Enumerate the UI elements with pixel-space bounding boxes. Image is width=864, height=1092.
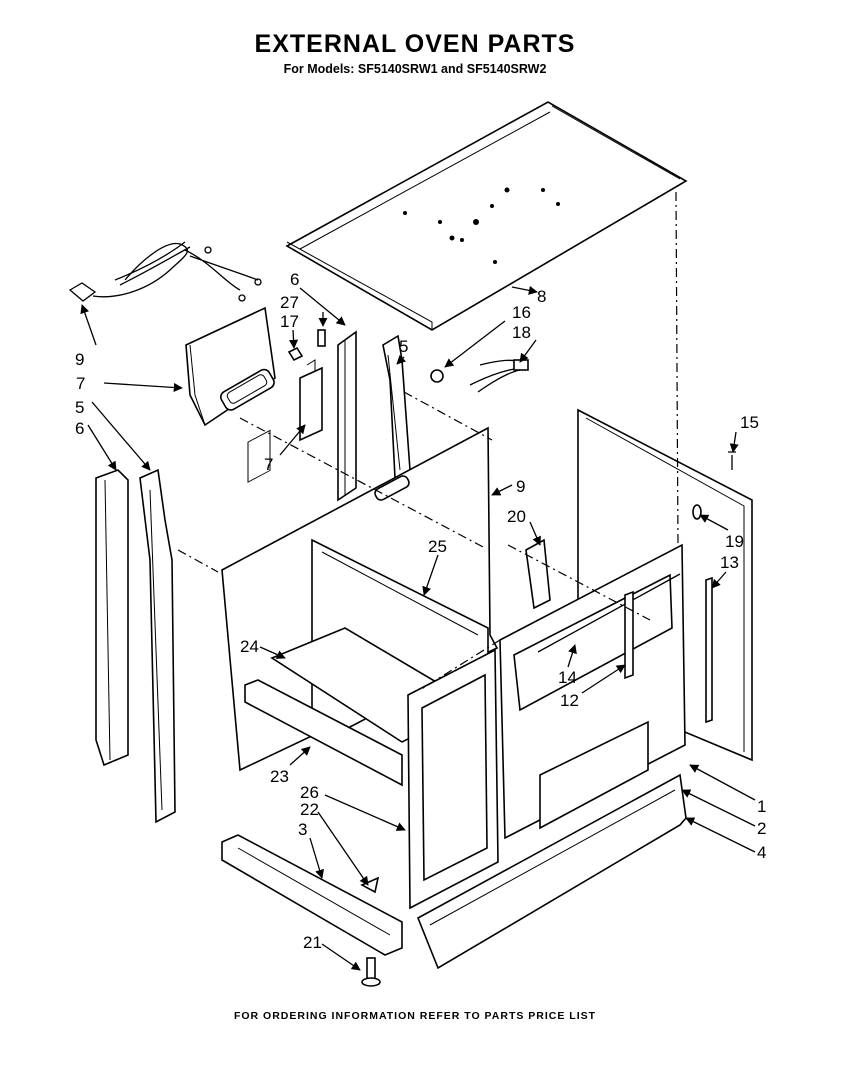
ordering-note: FOR ORDERING INFORMATION REFER TO PARTS … (233, 1010, 597, 1022)
callout-labels: 8 9 7 5 6 8 7 7 6 27 17 5 16 18 9 9 25 2… (75, 270, 766, 952)
callout-1: 1 (757, 797, 766, 816)
callout-25: 25 (428, 537, 447, 556)
callout-8: 7 (76, 374, 85, 393)
strip-13 (705, 576, 713, 724)
callout-24: 24 (240, 637, 259, 656)
top-panel (285, 101, 688, 331)
rear-vent-cover (185, 306, 276, 427)
callout-11: 9 (75, 350, 84, 369)
callout-14: 14 (558, 668, 577, 687)
callout-2: 2 (757, 819, 766, 838)
clip-17 (287, 346, 304, 362)
leveling-leg (361, 957, 381, 987)
callout-15: 15 (740, 413, 759, 432)
diagram-title: EXTERNAL OVEN PARTS (254, 30, 576, 58)
bottom-trim (416, 773, 687, 970)
hinge-left (139, 468, 176, 824)
bracket-12 (624, 590, 634, 680)
callout-9-number: 9 (516, 477, 525, 496)
base-rail (221, 834, 403, 956)
front-frame (407, 648, 499, 910)
callout-26: 26 (300, 783, 319, 802)
callout-12: 12 (560, 691, 579, 710)
terminal-block (430, 359, 529, 393)
front-rail (244, 679, 403, 787)
callout-6-left: 6 (75, 419, 84, 438)
power-cord (68, 241, 262, 302)
callout-17: 17 (280, 312, 299, 331)
callout-3: 3 (298, 820, 307, 839)
callout-4: 4 (757, 843, 766, 862)
callout-20: 20 (507, 507, 526, 526)
callout-18: 18 (512, 323, 531, 342)
spacer-27 (317, 329, 326, 347)
bar-14 (537, 573, 681, 653)
callout-5-upper: 5 (399, 337, 408, 356)
callout-5-left: 5 (75, 398, 84, 417)
callout-13: 13 (720, 553, 739, 572)
callout-16: 16 (512, 303, 531, 322)
leader-lines (80, 285, 756, 971)
callout-23: 23 (270, 767, 289, 786)
callout-19: 19 (725, 532, 744, 551)
callout-10: 8 (537, 287, 546, 306)
hinge-upper (382, 334, 411, 480)
callout-22: 22 (300, 800, 319, 819)
side-trim-upper (337, 330, 357, 502)
callout-6-upper: 6 (290, 270, 299, 289)
clip-19 (692, 504, 702, 520)
bracket-20 (525, 538, 551, 610)
diagram-subtitle: For Models: SF5140SRW1 and SF5140SRW2 (283, 62, 547, 76)
clip-22 (360, 876, 380, 894)
bracket-7 (299, 359, 323, 442)
screw-15 (728, 451, 736, 470)
callout-27: 27 (280, 293, 299, 312)
side-trim-left (95, 469, 129, 767)
callout-21: 21 (303, 933, 322, 952)
callout-7-number: 7 (264, 455, 273, 474)
